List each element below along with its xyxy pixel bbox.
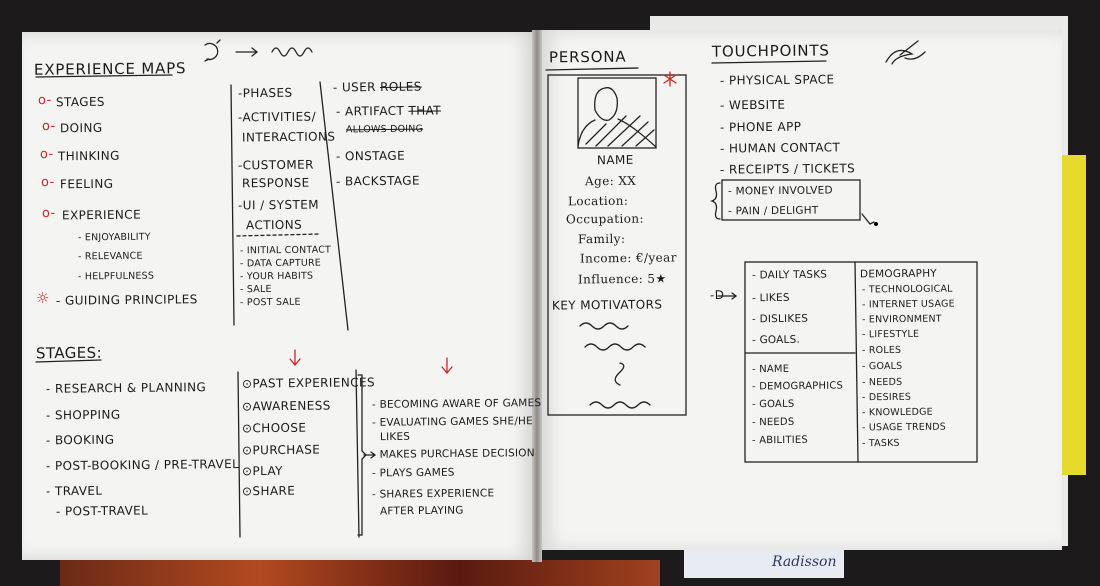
- sub-item: - ENJOYABILITY: [77, 231, 151, 244]
- list-item: EXPERIENCE: [61, 207, 142, 223]
- yellow-tab: [1062, 155, 1086, 475]
- table-cell: - LIFESTYLE: [861, 328, 920, 341]
- table-cell: - ENVIRONMENT: [861, 313, 942, 326]
- list-item: FEELING: [59, 176, 114, 192]
- touchpoint-item: - HUMAN CONTACT: [719, 140, 841, 156]
- persona-name: NAME: [596, 152, 634, 168]
- step-item: ⊙PLAY: [241, 463, 283, 479]
- step-item: ⊙PURCHASE: [241, 442, 321, 458]
- list-item: DOING: [59, 120, 103, 136]
- action-item: LIKES: [379, 430, 411, 444]
- cycle-icon: [204, 39, 221, 62]
- col3-item: - BACKSTAGE: [335, 173, 421, 189]
- action-item: - MAKES PURCHASE DECISION: [371, 447, 535, 461]
- col2-small: - DATA CAPTURE: [239, 257, 322, 270]
- touchpoint-boxed: - MONEY INVOLVED: [727, 184, 833, 198]
- action-item: - PLAYS GAMES: [371, 466, 455, 480]
- stage-item: - TRAVEL: [45, 483, 103, 499]
- table-cell: - KNOWLEDGE: [861, 406, 933, 419]
- table-cell: - ABILITIES: [751, 434, 808, 447]
- table-header: DEMOGRAPHY: [859, 267, 937, 281]
- table-cell: - NEEDS: [861, 376, 903, 389]
- persona-field: Age: XX: [584, 173, 637, 189]
- table-cell: - DEMOGRAPHICS: [751, 380, 844, 393]
- step-item: ⊙CHOOSE: [241, 420, 307, 436]
- touchpoint-item: - WEBSITE: [719, 97, 786, 113]
- touchpoint-item: - PHONE APP: [719, 119, 802, 135]
- table-cell: - GOALS: [861, 360, 903, 373]
- persona-field: Location:: [567, 193, 629, 209]
- book-spine: [532, 30, 542, 562]
- table-cell: - DESIRES: [861, 391, 912, 404]
- persona-field: Income: €/year: [579, 250, 677, 266]
- persona-field: Occupation:: [565, 211, 644, 227]
- step-item: ⊙AWARENESS: [241, 398, 331, 414]
- table-cell: - NAME: [751, 363, 790, 376]
- persona-title: PERSONA: [548, 47, 627, 67]
- sun-icon: ☼: [35, 288, 50, 308]
- table-cell: - ROLES: [861, 344, 902, 357]
- table-cell: - TECHNOLOGICAL: [861, 283, 953, 296]
- table-cell: - GOALS: [751, 398, 795, 411]
- col2-small: - SALE: [239, 283, 272, 296]
- table-cell: - LIKES: [751, 291, 790, 305]
- col2-small: - INITIAL CONTACT: [239, 244, 332, 257]
- stages-title: STAGES:: [35, 343, 103, 363]
- action-item: - BECOMING AWARE OF GAMES: [371, 397, 542, 411]
- hotel-sticker: Radisson: [684, 548, 844, 578]
- touchpoint-item: - RECEIPTS / TICKETS: [719, 161, 856, 177]
- col2-item: -UI / SYSTEM: [237, 197, 320, 213]
- col2-item: INTERACTIONS: [241, 129, 336, 145]
- touchpoint-item: - PHYSICAL SPACE: [719, 72, 835, 88]
- action-item: - SHARES EXPERIENCE: [371, 487, 495, 501]
- stage-item: - BOOKING: [45, 432, 115, 448]
- col2-item: -ACTIVITIES/: [237, 109, 317, 125]
- table-cell: - DAILY TASKS: [751, 268, 828, 282]
- table-cell: - INTERNET USAGE: [861, 298, 955, 311]
- col3-item: ALLOWS DOING: [345, 123, 424, 136]
- action-item: - EVALUATING GAMES SHE/HE: [371, 415, 534, 429]
- experience-maps-title: EXPERIENCE MAPS: [33, 59, 187, 79]
- stage-item: - SHOPPING: [45, 407, 121, 423]
- touchpoint-boxed: - PAIN / DELIGHT: [727, 204, 819, 218]
- table-cell: - NEEDS: [751, 416, 795, 429]
- sub-item: - HELPFULNESS: [77, 270, 155, 283]
- col3-item: - USER ROLES: [332, 79, 422, 95]
- background-cover: [60, 560, 660, 586]
- key-motivators: KEY MOTIVATORS: [551, 297, 663, 313]
- col2-item: ACTIONS: [245, 217, 303, 233]
- stage-item: - RESEARCH & PLANNING: [45, 380, 207, 396]
- col2-small: - POST SALE: [239, 296, 301, 309]
- table-cell: - DISLIKES: [751, 312, 809, 326]
- right-page: [540, 30, 1062, 550]
- persona-field: Influence: 5★: [577, 271, 667, 287]
- stage-item: - POST-BOOKING / PRE-TRAVEL: [45, 456, 240, 474]
- col3-item: - ARTIFACT THAT: [335, 103, 442, 119]
- table-cell: - USAGE TRENDS: [861, 421, 947, 434]
- touchpoints-title: TOUCHPOINTS: [711, 41, 830, 61]
- list-item: THINKING: [57, 148, 120, 164]
- table-cell: - TASKS: [861, 437, 900, 450]
- step-item: ⊙SHARE: [241, 483, 296, 499]
- col2-item: -PHASES: [237, 85, 293, 101]
- arrow-label: -D: [709, 287, 725, 303]
- persona-field: Family:: [577, 231, 626, 247]
- step-item: ⊙PAST EXPERIENCES: [241, 375, 376, 391]
- stage-item: - POST-TRAVEL: [55, 503, 149, 519]
- action-item: AFTER PLAYING: [379, 504, 464, 518]
- col2-small: - YOUR HABITS: [239, 270, 314, 283]
- col2-item: RESPONSE: [241, 175, 310, 191]
- col2-item: -CUSTOMER: [237, 157, 314, 173]
- left-page: [22, 32, 536, 560]
- table-cell: - GOALS.: [751, 333, 801, 347]
- sub-item: - RELEVANCE: [77, 250, 143, 263]
- col3-item: - ONSTAGE: [335, 148, 406, 164]
- list-item: STAGES: [55, 94, 105, 110]
- guiding-principles: - GUIDING PRINCIPLES: [55, 292, 198, 308]
